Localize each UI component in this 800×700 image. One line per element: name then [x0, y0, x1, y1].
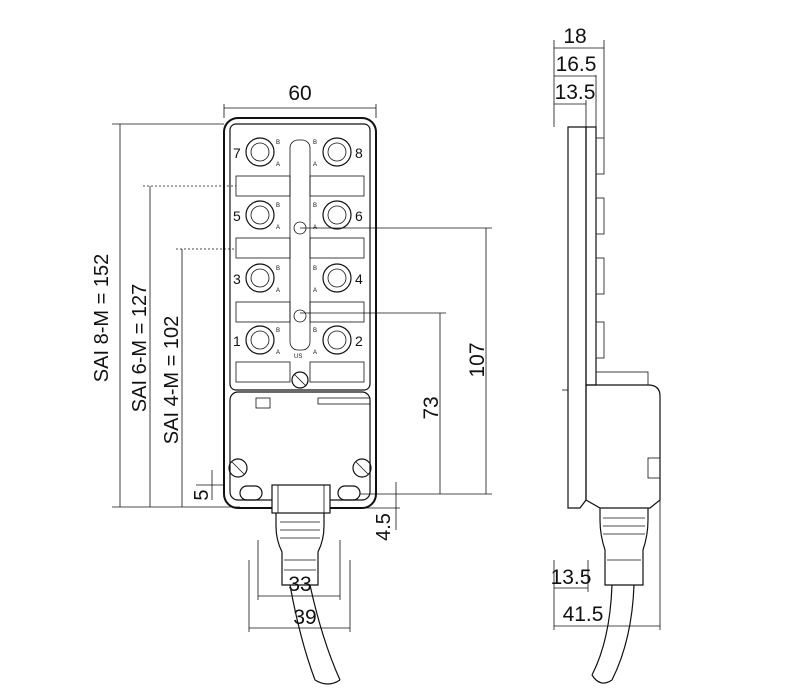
m12-connector: [322, 200, 352, 230]
led-mark-a: A: [313, 162, 317, 168]
port-number: 3: [233, 271, 241, 287]
m12-connector: [322, 325, 352, 355]
dim-offset-4-5: 4.5: [373, 513, 395, 541]
dim-gland-39: 39: [293, 606, 316, 629]
led-mark-a: A: [313, 288, 317, 294]
side-connector: [595, 257, 605, 295]
side-connector: [595, 197, 605, 235]
led-mark-a: A: [276, 162, 280, 168]
label-strip: [309, 361, 365, 383]
led-mark-b: B: [276, 266, 280, 272]
connector-panel: [229, 123, 371, 391]
port-number: 2: [355, 333, 363, 349]
label-strip: [235, 237, 291, 259]
port-number: 5: [233, 208, 241, 224]
dim-depth-16-5: 16.5: [556, 53, 597, 76]
sai6-length: SAI 6-M = 127: [129, 284, 151, 412]
led-mark-a: A: [276, 350, 280, 356]
side-view: [562, 126, 661, 684]
dim-width: 60: [288, 82, 311, 105]
label-strip: [309, 175, 365, 197]
sai4-length: SAI 4-M = 102: [161, 316, 183, 444]
side-connector-block: [585, 126, 597, 386]
dim-height-73: 73: [420, 396, 443, 419]
led-mark-a: A: [276, 288, 280, 294]
m12-connector: [245, 263, 275, 293]
side-connector: [595, 321, 605, 359]
side-connector: [595, 137, 605, 175]
m12-connector: [245, 137, 275, 167]
dim-offset-5: 5: [191, 489, 213, 500]
side-base: [567, 126, 587, 509]
dim-height-107: 107: [466, 342, 489, 377]
port-number: 1: [233, 333, 241, 349]
side-cable: [591, 584, 613, 676]
led-mark-b: B: [313, 140, 317, 146]
m12-connector: [245, 325, 275, 355]
dim-side-41-5: 41.5: [563, 603, 604, 626]
m12-connector: [322, 137, 352, 167]
sai8-length: SAI 8-M = 152: [91, 254, 113, 382]
led-mark-b: B: [313, 203, 317, 209]
port-number: 4: [355, 271, 363, 287]
mounting-slot: [239, 485, 263, 501]
front-dimensions: 60 SAI 8-M = 152 SAI 6-M = 127 SAI 4-M =…: [91, 82, 492, 632]
cable-gland-nut: [271, 484, 331, 514]
dim-gland-33: 33: [288, 573, 311, 596]
center-screw: [291, 371, 309, 389]
housing-cover: [229, 391, 371, 501]
led-mark-a: A: [313, 350, 317, 356]
mounting-screw: [228, 458, 248, 478]
label-strip: [309, 301, 365, 323]
port-number: 7: [233, 145, 241, 161]
led-mark-b: B: [313, 328, 317, 334]
dim-side-13-5: 13.5: [551, 566, 592, 589]
led-mark-b: B: [313, 266, 317, 272]
led-mark-b: B: [276, 203, 280, 209]
m12-connector: [245, 200, 275, 230]
cable: [289, 584, 316, 681]
front-view: 7 8 5 6 3 4 1 2 B A B A B A B A B A B A …: [223, 117, 377, 685]
led-mark-b: B: [276, 328, 280, 334]
port-number: 6: [355, 208, 363, 224]
dim-depth-18: 18: [563, 25, 586, 48]
label-strip: [235, 301, 291, 323]
led-mark-a: A: [276, 225, 280, 231]
led-mark-b: B: [276, 140, 280, 146]
side-dimensions: 18 16.5 13.5 13.5 41.5: [551, 25, 661, 630]
mounting-slot: [337, 485, 361, 501]
center-channel: [289, 139, 311, 351]
port-number: 8: [355, 145, 363, 161]
m12-connector: [322, 263, 352, 293]
label-strip: [309, 237, 365, 259]
side-cover: [585, 384, 661, 509]
led-mark-us: US: [294, 354, 302, 360]
dim-depth-13-5: 13.5: [555, 81, 596, 104]
label-strip: [235, 175, 291, 197]
side-gland: [599, 508, 649, 586]
mounting-screw: [352, 458, 372, 478]
led-indicator: [293, 309, 307, 323]
label-strip: [235, 361, 291, 383]
